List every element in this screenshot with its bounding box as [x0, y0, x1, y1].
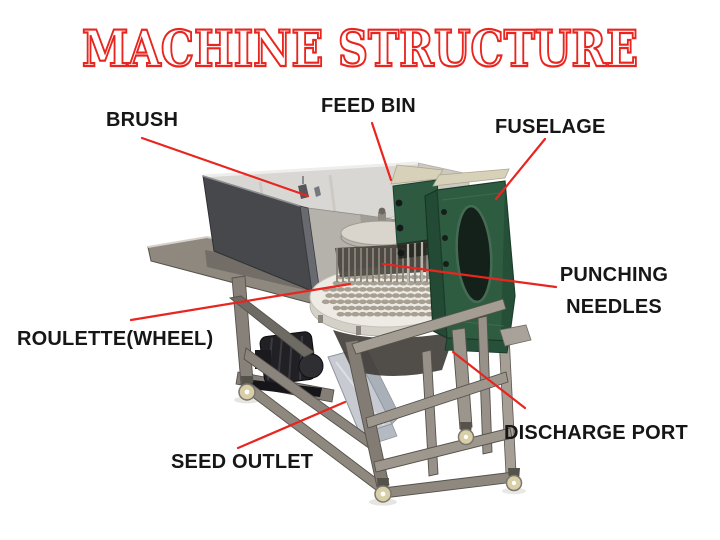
- leader-seed-outlet: [236, 400, 347, 450]
- leader-roulette-wheel: [129, 282, 352, 322]
- caster-back-right: [505, 468, 523, 492]
- caster-front: [374, 478, 392, 503]
- casters: [238, 376, 523, 503]
- caster-right: [457, 422, 475, 446]
- label-punching-needles: PUNCHING NEEDLES: [549, 259, 679, 323]
- label-punching-needles-line1: PUNCHING: [559, 264, 669, 286]
- label-brush: BRUSH: [106, 109, 179, 131]
- label-seed-outlet: SEED OUTLET: [171, 451, 314, 473]
- page-title: MACHINE STRUCTURE: [82, 19, 638, 78]
- leader-fuselage: [494, 137, 547, 201]
- caster-left: [238, 376, 256, 401]
- cart-frame: [228, 275, 516, 499]
- label-punching-needles-line2: NEEDLES: [566, 296, 662, 318]
- label-roulette-wheel: ROULETTE(WHEEL): [17, 328, 214, 350]
- leader-punching-needles: [381, 262, 558, 289]
- leader-feed-bin: [370, 121, 393, 182]
- label-feed-bin: FEED BIN: [321, 95, 416, 117]
- label-fuselage: FUSELAGE: [495, 116, 606, 138]
- leader-discharge-port: [451, 350, 527, 410]
- label-discharge-port: DISCHARGE PORT: [504, 422, 688, 444]
- leader-brush: [140, 136, 310, 198]
